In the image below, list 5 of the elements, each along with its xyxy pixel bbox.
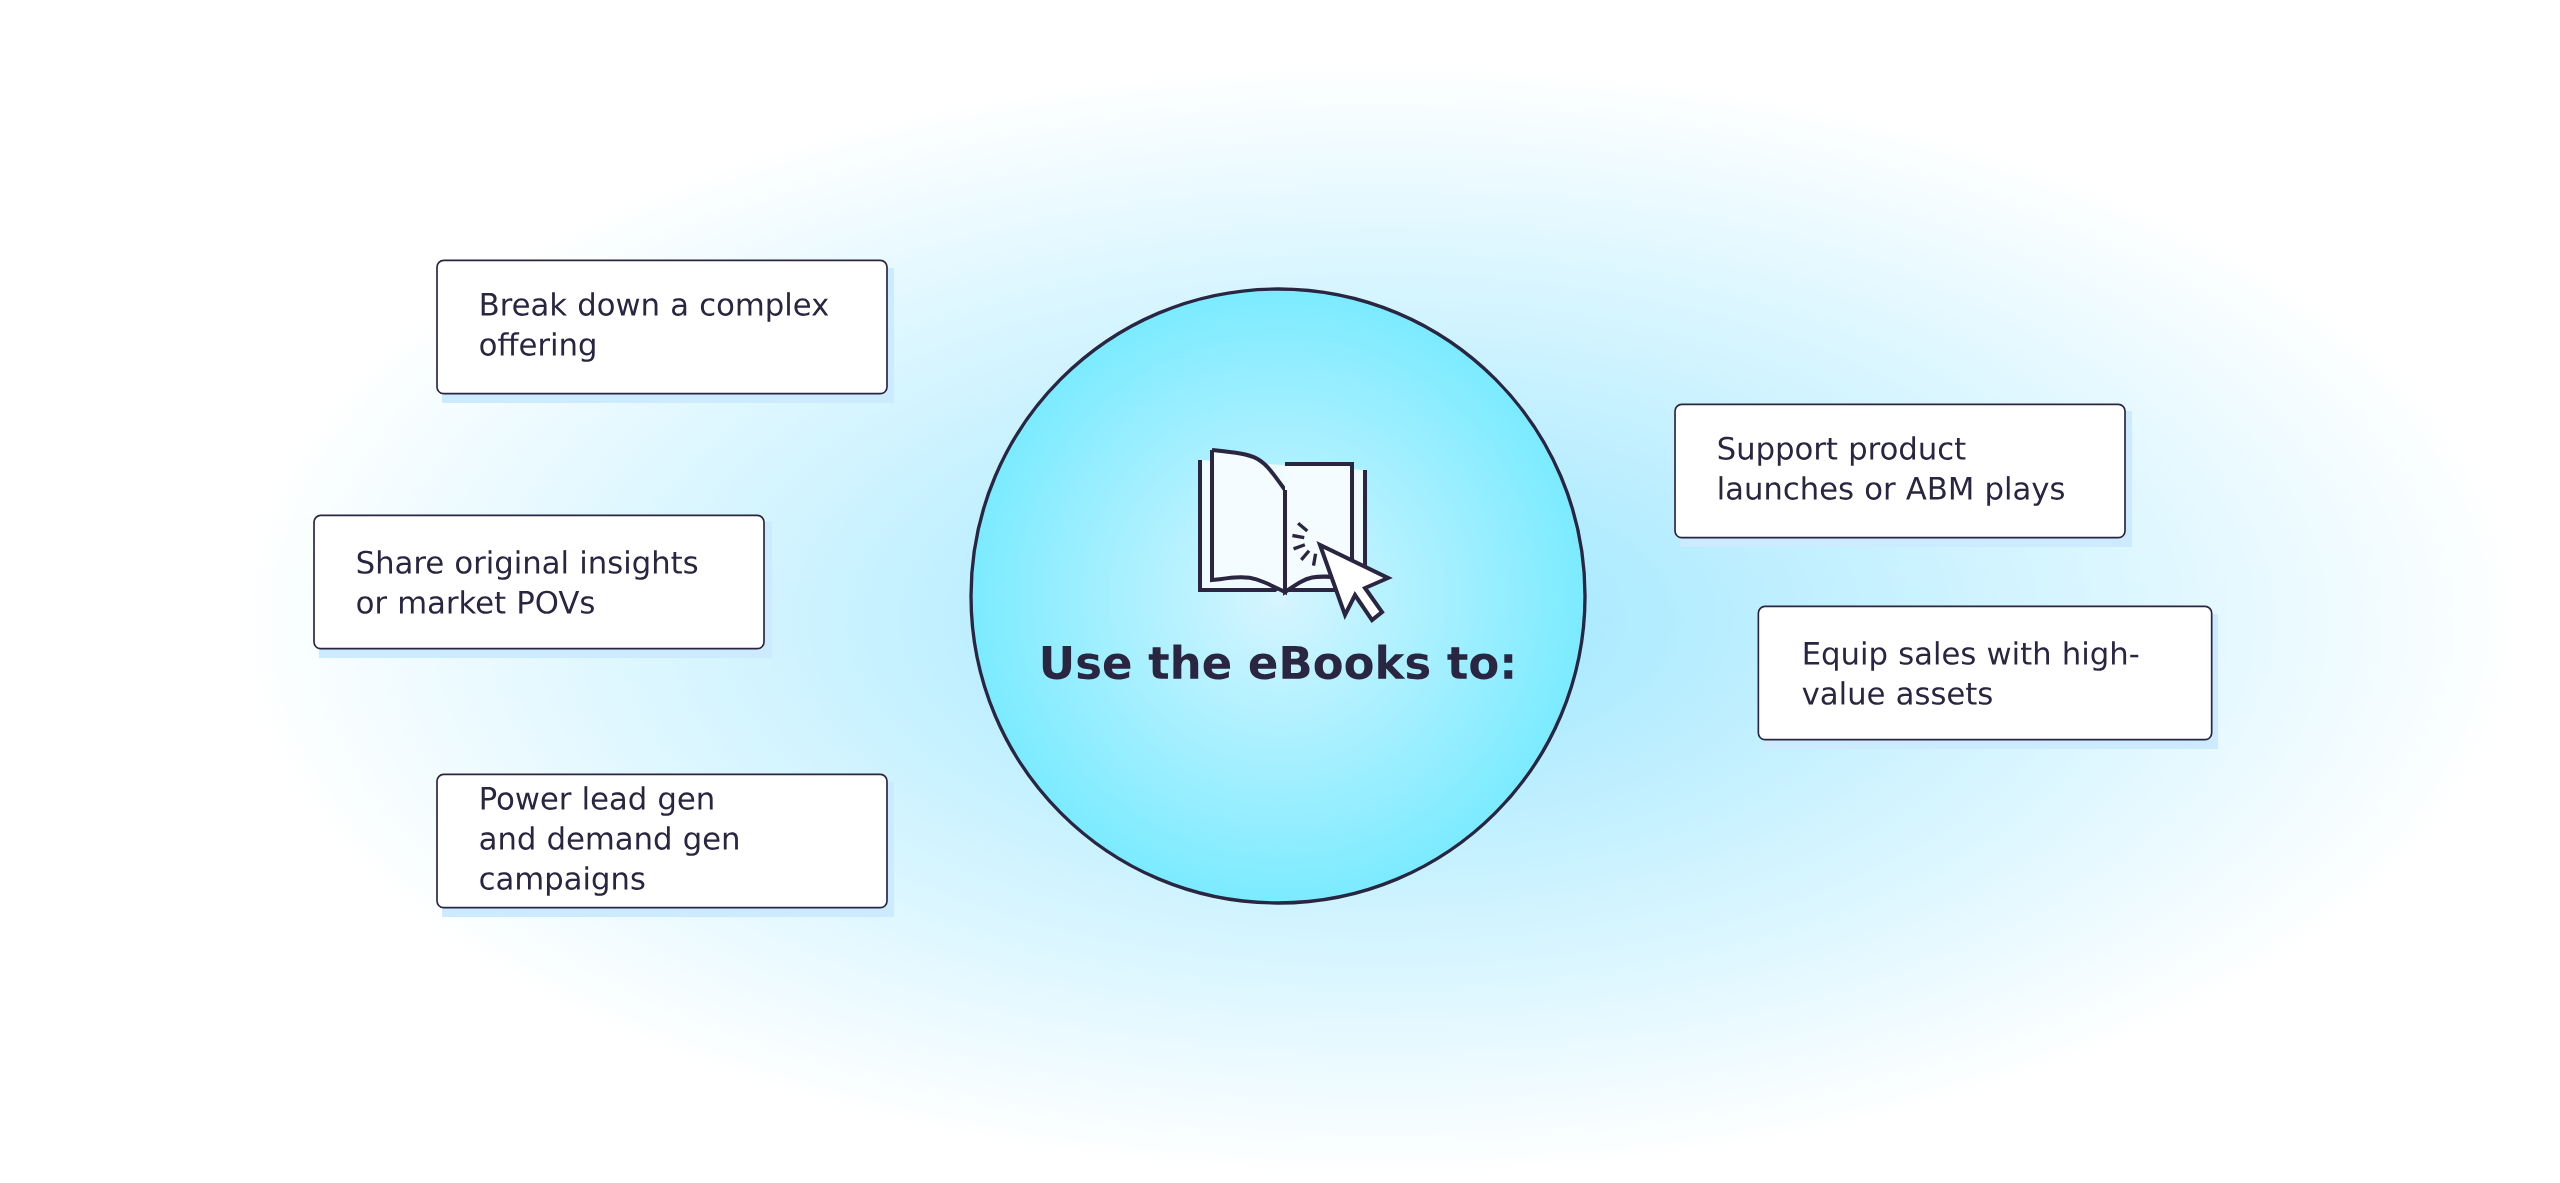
text-box: Support product launches or ABM plays xyxy=(1674,403,2126,539)
text-box: Equip sales with high-value assets xyxy=(1757,605,2213,741)
text-box: Break down a complex offering xyxy=(436,259,888,395)
text-box: Share original insights or market POVs xyxy=(313,514,765,650)
text-box: Power lead gen and demand gen campaigns xyxy=(436,773,888,909)
